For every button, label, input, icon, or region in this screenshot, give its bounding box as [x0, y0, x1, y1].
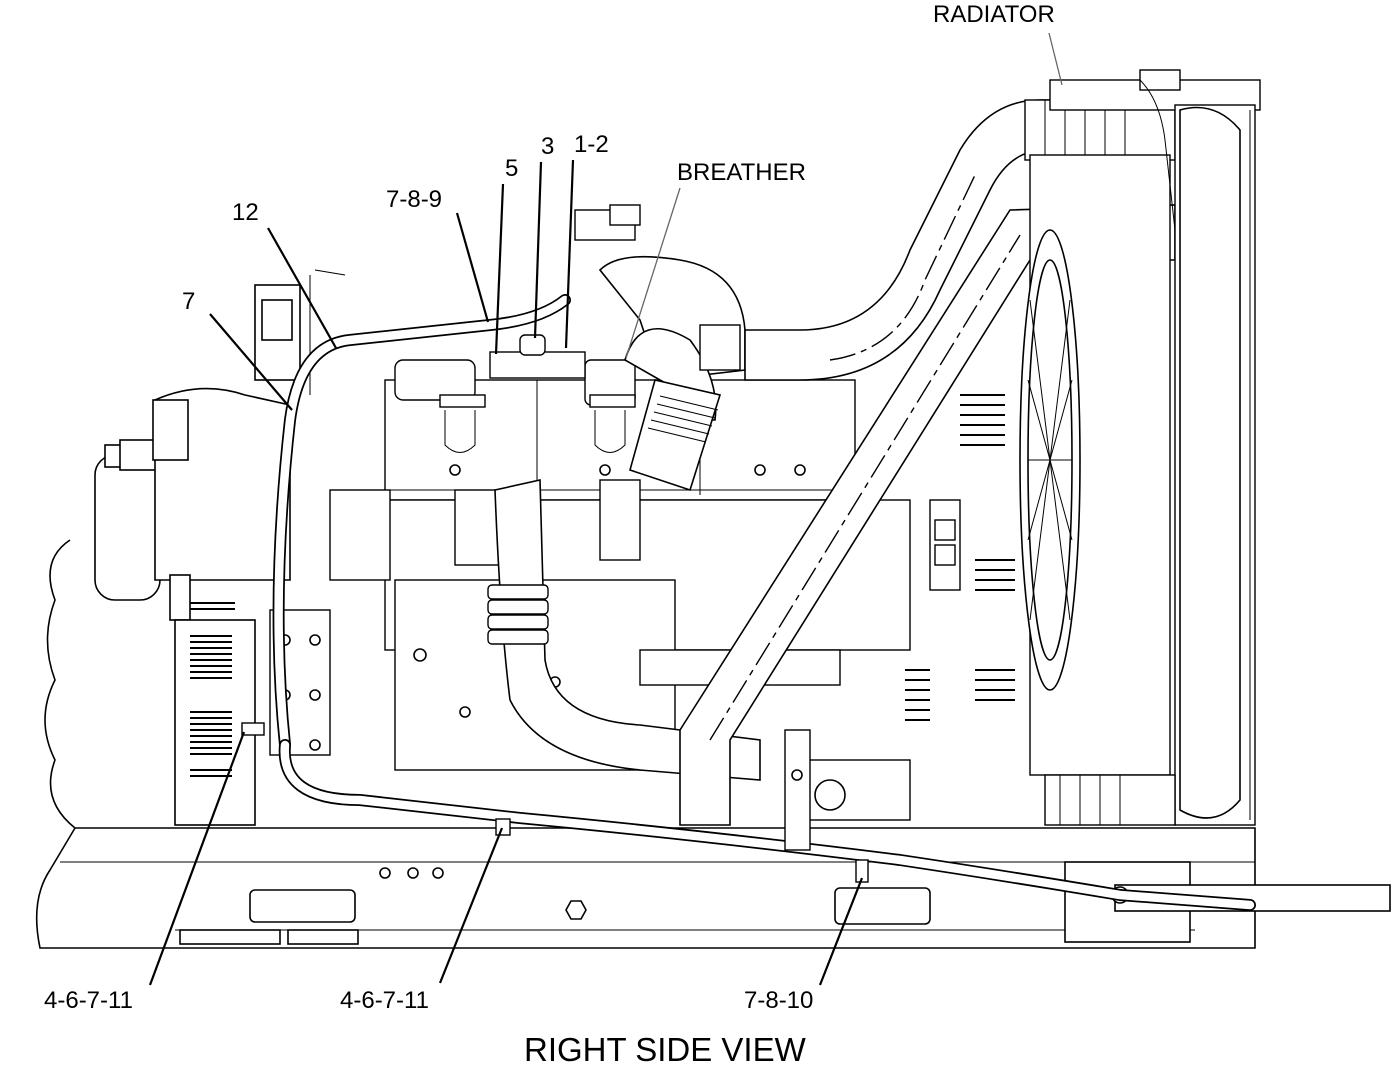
generator-vent-grille-lower — [190, 711, 232, 777]
leader-1-2 — [564, 159, 575, 349]
leader-7 — [209, 313, 293, 411]
leader-4-6-7-11-mid — [438, 827, 504, 984]
turbocharger-and-intake — [574, 204, 746, 492]
leader-5 — [494, 183, 505, 355]
leader-3 — [533, 161, 543, 339]
leader-7-8-9 — [455, 212, 490, 323]
callout-3: 3 — [541, 133, 554, 160]
callout-radiator: RADIATOR — [933, 1, 1055, 28]
base-frame — [35, 827, 1391, 949]
control-box — [254, 269, 346, 395]
radiator-bottom-clamps — [1059, 775, 1121, 825]
radiator-side-grille — [905, 394, 1015, 721]
leader-7-8-10 — [818, 877, 864, 986]
generator-end — [44, 387, 291, 829]
leader-radiator — [1048, 32, 1063, 86]
callout-leaders — [148, 32, 1063, 986]
callout-7-8-9: 7-8-9 — [386, 186, 442, 213]
radiator-assembly — [905, 69, 1261, 826]
radiator-fan — [1019, 229, 1081, 691]
callout-breather: BREATHER — [677, 159, 806, 186]
callout-12: 12 — [232, 199, 259, 226]
lower-hose-coupling — [487, 584, 549, 645]
leader-breather — [625, 187, 681, 359]
leader-12 — [267, 227, 337, 349]
callout-7-8-10: 7-8-10 — [744, 987, 813, 1014]
callout-5: 5 — [505, 155, 518, 182]
callout-1-2: 1-2 — [574, 131, 609, 158]
generator-vent-grille-upper — [190, 602, 235, 679]
callout-4-6-7-11-mid: 4-6-7-11 — [340, 987, 429, 1014]
lower-coolant-pipe — [487, 479, 761, 781]
callout-7: 7 — [182, 288, 195, 315]
leader-4-6-7-11-left — [148, 731, 246, 986]
view-caption: RIGHT SIDE VIEW — [524, 1031, 807, 1068]
crankcase-breather-tube — [241, 294, 1256, 911]
intake-bellows — [647, 395, 719, 443]
callout-4-6-7-11-left: 4-6-7-11 — [44, 987, 133, 1014]
